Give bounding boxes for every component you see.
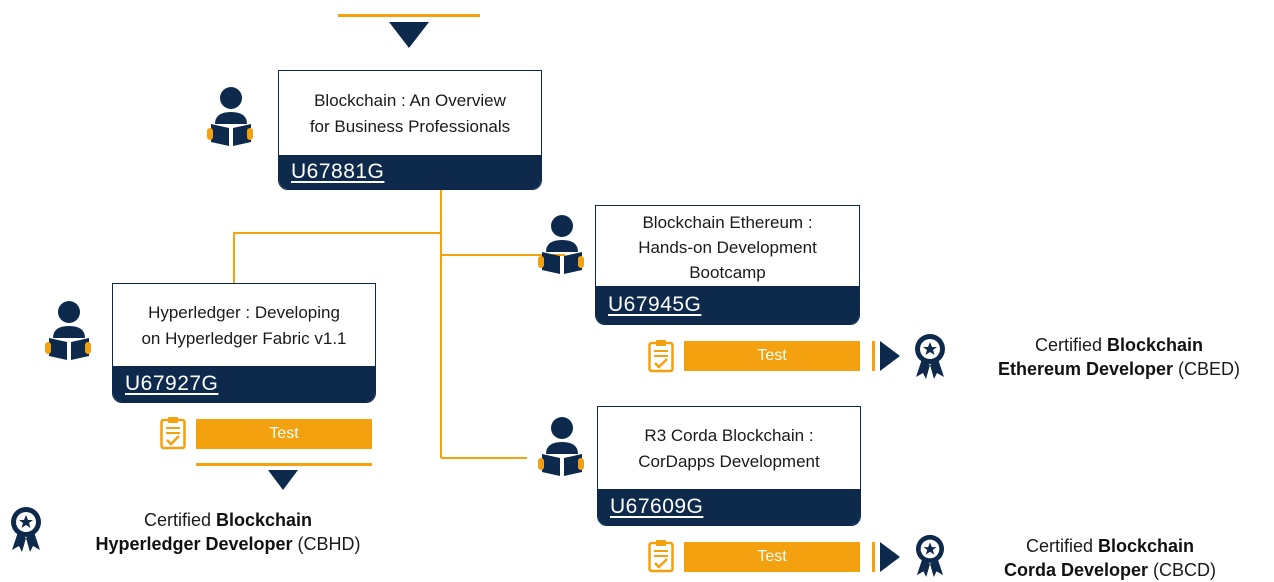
- course-title-line: Blockchain : An Overview: [314, 91, 506, 110]
- course-code-link[interactable]: U67945G: [608, 293, 702, 316]
- test-button-ethereum[interactable]: Test: [684, 341, 860, 371]
- divider-bar: [196, 463, 372, 466]
- course-title-line: on Hyperledger Fabric v1.1: [141, 329, 347, 348]
- divider-bar: [872, 542, 875, 572]
- arrow-down-icon: [389, 22, 429, 48]
- course-title-line: CorDapps Development: [638, 452, 820, 471]
- clipboard-check-icon: [648, 340, 674, 373]
- reader-icon: [45, 301, 91, 360]
- trunk-line: [440, 190, 442, 458]
- test-button-hyperledger[interactable]: Test: [196, 419, 372, 449]
- certification-corda: Certified Blockchain Corda Developer (CB…: [1003, 536, 1217, 580]
- arrow-right-icon: [880, 542, 900, 572]
- arrow-right-icon: [880, 341, 900, 371]
- reader-icon: [538, 417, 584, 476]
- branch-left-v: [233, 232, 235, 284]
- reader-icon: [207, 87, 253, 146]
- course-code-link[interactable]: U67881G: [291, 160, 385, 183]
- top-bar: [338, 14, 480, 17]
- course-card-corda[interactable]: R3 Corda Blockchain : CorDapps Developme…: [597, 406, 861, 526]
- branch-right-upper: [441, 254, 565, 256]
- course-code-link[interactable]: U67927G: [125, 372, 219, 395]
- course-title-line: Hands-on Development: [638, 237, 817, 257]
- course-title-line: Hyperledger : Developing: [148, 303, 340, 322]
- award-badge-icon: [11, 507, 41, 552]
- arrow-down-icon: [268, 470, 298, 490]
- course-title-line: R3 Corda Blockchain :: [644, 426, 814, 445]
- certification-hyperledger: Certified Blockchain Hyperledger Develop…: [95, 510, 361, 554]
- branch-left-h: [233, 232, 441, 234]
- award-badge-icon: [915, 334, 945, 379]
- reader-icon: [538, 215, 584, 274]
- course-card-overview[interactable]: Blockchain : An Overview for Business Pr…: [278, 70, 542, 190]
- clipboard-check-icon: [160, 417, 186, 450]
- certification-ethereum: Certified Blockchain Ethereum Developer …: [997, 335, 1241, 379]
- divider-bar: [872, 341, 875, 371]
- course-title-line: Blockchain Ethereum :: [642, 212, 813, 232]
- course-title-line: for Business Professionals: [309, 117, 511, 136]
- clipboard-check-icon: [648, 540, 674, 573]
- course-card-ethereum[interactable]: Blockchain Ethereum : Hands-on Developme…: [595, 205, 860, 325]
- award-badge-icon: [915, 534, 945, 577]
- branch-right-lower: [441, 457, 527, 459]
- test-button-corda[interactable]: Test: [684, 542, 860, 572]
- course-card-hyperledger[interactable]: Hyperledger : Developing on Hyperledger …: [112, 283, 376, 403]
- course-code-link[interactable]: U67609G: [610, 495, 704, 518]
- course-title-line: Bootcamp: [689, 262, 766, 282]
